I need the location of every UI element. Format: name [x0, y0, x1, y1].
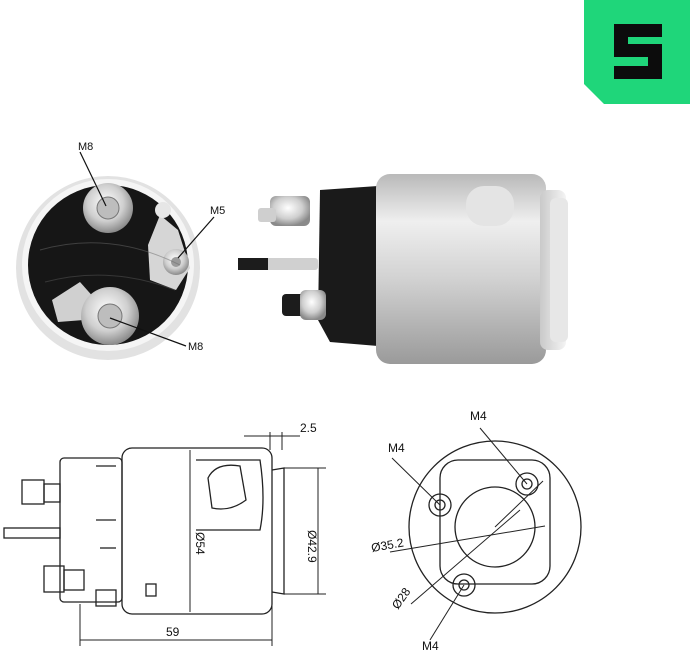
drawing-end-flange	[408, 440, 582, 614]
leader-bottom-terminal	[109, 317, 187, 347]
brand-logo	[584, 0, 690, 104]
photo-side-view	[238, 174, 568, 364]
label-bottom-hole: M4	[422, 639, 439, 653]
side-dimensions	[79, 432, 326, 646]
label-top-hole: M4	[470, 409, 487, 423]
leader-top-terminal	[79, 151, 107, 207]
label-bottom-terminal: M8	[188, 341, 203, 353]
photo-end-view: M8 M5 M8	[16, 141, 225, 360]
dim-bore: Ø28	[389, 585, 414, 612]
dim-body-diameter: Ø54	[193, 532, 207, 555]
end-dimensions	[389, 427, 546, 641]
dim-length: 59	[166, 625, 180, 639]
leader-small-terminal	[177, 216, 215, 259]
drawing-side-profile	[3, 447, 285, 615]
dim-pcd: Ø35.2	[370, 535, 405, 555]
label-small-terminal: M5	[210, 205, 225, 217]
dim-offset: 2.5	[300, 421, 317, 435]
dim-cap-diameter: Ø42.9	[305, 530, 319, 563]
label-left-hole: M4	[388, 441, 405, 455]
label-top-terminal: M8	[78, 141, 93, 153]
